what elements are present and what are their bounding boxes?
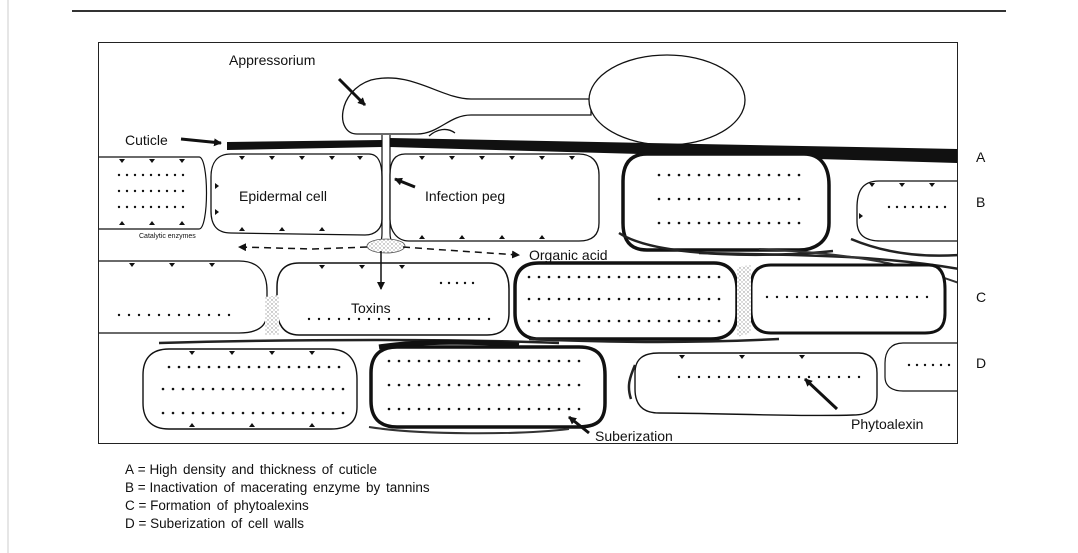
cell-left-bottom: [143, 349, 357, 429]
cuticle-arrow: [181, 139, 221, 143]
cell-toxins: [277, 263, 509, 335]
label-suberization: Suberization: [595, 429, 673, 443]
side-letter-d: D: [976, 356, 986, 370]
label-epidermal-cell: Epidermal cell: [239, 189, 327, 203]
legend-separator: =: [138, 462, 146, 477]
label-infection-peg: Infection peg: [425, 189, 505, 203]
legend-separator: =: [139, 516, 147, 531]
cell-left-top: [99, 157, 207, 229]
granules-left-top: [118, 174, 184, 208]
label-organic-acid: Organic acid: [529, 248, 608, 262]
cell-left-middle: [99, 261, 267, 333]
cell-right-middle: [751, 265, 945, 333]
label-toxins: Toxins: [351, 301, 391, 315]
label-catalytic-enzymes: Catalytic enzymes: [139, 233, 199, 241]
legend-separator: =: [138, 480, 146, 495]
legend-item: B = Inactivation of macerating enzyme by…: [125, 479, 430, 497]
label-cuticle: Cuticle: [125, 133, 168, 147]
cell-right-top: [857, 181, 958, 241]
legend-item: A = High density and thickness of cuticl…: [125, 461, 430, 479]
legend-text: High density and thickness of cuticle: [149, 462, 377, 477]
granules-left-middle: [118, 314, 230, 316]
organic-acid-arrow: [403, 247, 519, 255]
legend-text: Formation of phytoalexins: [150, 498, 309, 513]
granules-right-bottom: [908, 364, 950, 366]
toxin-vesicle: [367, 239, 405, 253]
cell-suberized-bottom: [371, 347, 605, 427]
figure-legend: A = High density and thickness of cuticl…: [125, 461, 430, 533]
label-phytoalexin: Phytoalexin: [851, 417, 923, 431]
side-letter-a: A: [976, 150, 985, 164]
diagram-drawing: [99, 43, 958, 444]
page-top-rule: [72, 10, 1006, 12]
granules-right-top: [888, 206, 946, 208]
legend-key: C: [125, 498, 135, 513]
label-appressorium: Appressorium: [229, 53, 315, 67]
defense-mechanism-diagram: Appressorium Cuticle Epidermal cell Infe…: [98, 42, 958, 444]
legend-key: D: [125, 516, 135, 531]
legend-separator: =: [139, 498, 147, 513]
side-letter-c: C: [976, 290, 986, 304]
legend-item: C = Formation of phytoalexins: [125, 497, 430, 515]
appressorium-shape: [343, 78, 591, 134]
cell-phytoalexin: [635, 353, 877, 416]
enzymes-arrow: [239, 247, 367, 249]
side-letter-b: B: [976, 195, 985, 209]
page-left-rule: [7, 0, 9, 553]
spore-shape: [589, 55, 745, 145]
cuticle-layer: [227, 140, 382, 150]
legend-key: B: [125, 480, 134, 495]
cell-suberized-middle: [515, 263, 737, 339]
junction-deposit: [265, 295, 279, 335]
legend-key: A: [125, 462, 134, 477]
legend-item: D = Suberization of cell walls: [125, 515, 430, 533]
cell-right-bottom: [885, 343, 958, 391]
legend-text: Suberization of cell walls: [150, 516, 304, 531]
legend-text: Inactivation of macerating enzyme by tan…: [149, 480, 429, 495]
cell-suberized-top: [623, 154, 829, 250]
